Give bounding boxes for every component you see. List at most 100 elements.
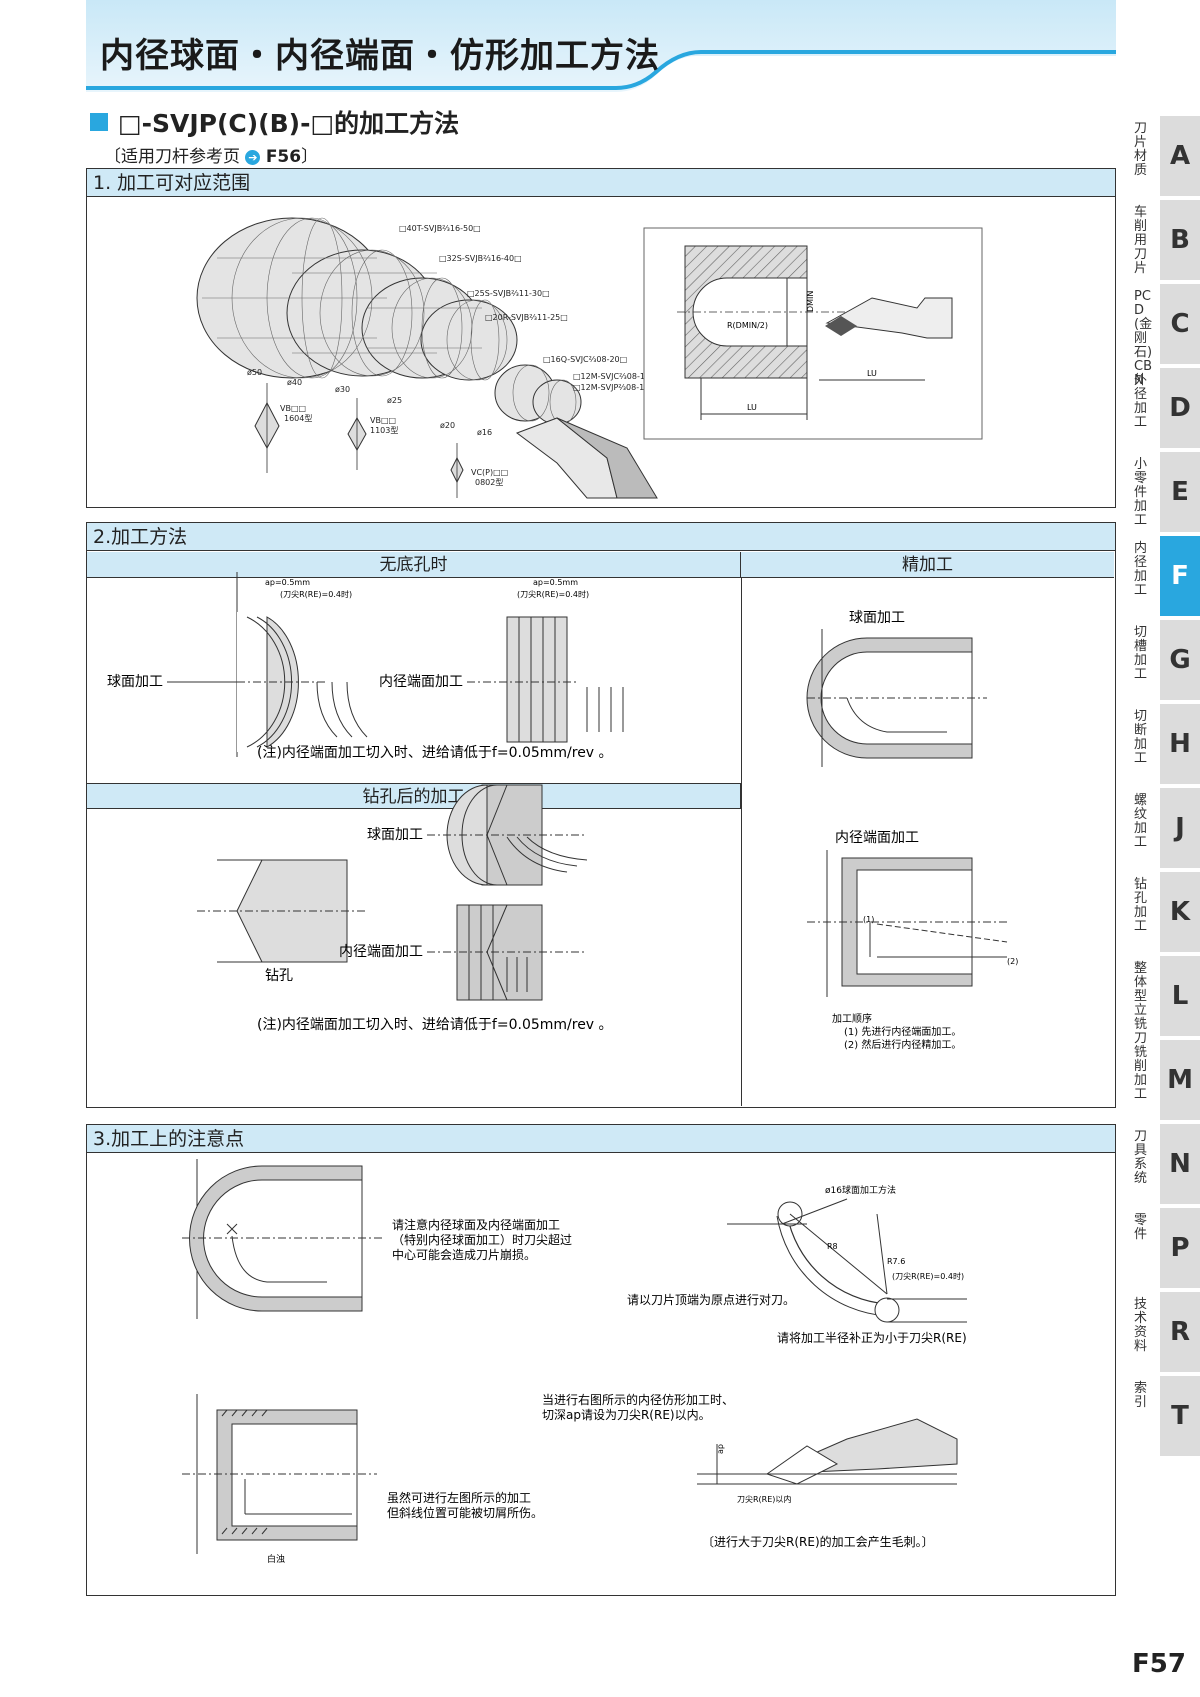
index-tab-p[interactable]: 零件 P (1132, 1208, 1200, 1288)
range-illustration: □40T-SVJB⅔16-50□ □32S-SVJB⅔16-40□ □25S-S… (196, 217, 983, 499)
note2a: 请以刀片顶端为原点进行对刀。 (627, 1293, 795, 1307)
ap-label-2: ap=0.5mm (533, 578, 578, 587)
index-tab-letter: T (1160, 1376, 1200, 1456)
section-method-title: 2.加工方法 (87, 523, 1115, 551)
dia-25: ø25 (387, 396, 402, 405)
sphere-label-1: 球面加工 (107, 674, 163, 690)
note2-title: ø16球面加工方法 (825, 1184, 896, 1196)
range-label-2: □32S-SVJB⅔16-40□ (439, 254, 522, 263)
insert3-type: 0802型 (475, 478, 503, 487)
boring-bar-icon (515, 417, 658, 499)
index-tab-letter: M (1160, 1040, 1200, 1120)
index-tab-label: 切槽加工 (1134, 625, 1148, 682)
index-tab-letter: C (1160, 284, 1200, 364)
ref-suffix: 〕 (301, 147, 319, 167)
ap-note-2: (刀尖R(RE)=0.4时) (517, 589, 589, 599)
index-tab-letter: R (1160, 1292, 1200, 1372)
column-divider (741, 578, 742, 1106)
index-tab-letter: G (1160, 620, 1200, 700)
index-tab-label: 切断加工 (1134, 709, 1148, 766)
sphere-label-2: 球面加工 (367, 827, 423, 843)
r-label: R(DMIN/2) (727, 321, 768, 330)
page-title: 内径球面・内径端面・仿形加工方法 (100, 36, 660, 76)
index-tab-h[interactable]: 切断加工 H (1132, 704, 1200, 784)
index-tab-label: 刀片材质 (1134, 121, 1148, 178)
index-tab-letter: J (1160, 788, 1200, 868)
index-tab-label: 技术资料 (1134, 1297, 1148, 1354)
section-cautions-title: 3.加工上的注意点 (87, 1125, 1115, 1153)
order-title: 加工顺序 (832, 1012, 872, 1025)
index-tab-a[interactable]: 刀片材质 A (1132, 116, 1200, 196)
index-tab-letter: H (1160, 704, 1200, 784)
dmin-label: DMIN (806, 291, 815, 312)
dia-30: ø30 (335, 385, 350, 394)
tool-holder-icon (825, 297, 953, 339)
index-tab-t[interactable]: 索引 T (1132, 1376, 1200, 1456)
index-tab-letter: B (1160, 200, 1200, 280)
face-label-2: 内径端面加工 (339, 944, 423, 960)
index-tab-letter: P (1160, 1208, 1200, 1288)
order-1: (1) 先进行内径端面加工。 (844, 1025, 961, 1038)
dia-40: ø40 (287, 378, 302, 387)
note3-line2: 但斜线位置可能被切屑所伤。 (387, 1505, 543, 1520)
index-tab-label: 车削用刀片 (1134, 205, 1148, 276)
index-tab-g[interactable]: 切槽加工 G (1132, 620, 1200, 700)
header-banner: 内径球面・内径端面・仿形加工方法 (86, 0, 1116, 92)
index-tab-label: 整体型立铣刀 (1134, 961, 1148, 1046)
index-tab-label: 钻孔加工 (1134, 877, 1148, 934)
drill-label: 钻孔 (265, 968, 293, 984)
insert2-name: VB□□ (370, 416, 396, 425)
note-1: (注)内径端面加工切入时、进给请低于f=0.05mm/rev 。 (257, 745, 613, 761)
dia-20: ø20 (440, 421, 455, 430)
index-tab-label: 螺纹加工 (1134, 793, 1148, 850)
dia-50: ø50 (247, 368, 262, 377)
note4-line1: 当进行右图所示的内径仿形加工时、 (542, 1392, 734, 1407)
index-tab-letter: E (1160, 452, 1200, 532)
face-label-1: 内径端面加工 (379, 674, 463, 690)
index-tab-letter: N (1160, 1124, 1200, 1204)
range-label-3: □25S-SVJB⅔11-30□ (467, 289, 550, 298)
subhead-finish: 精加工 (741, 552, 1114, 578)
reference-note: 〔适用刀杆参考页 ➔ F56〕 (104, 142, 318, 167)
index-tab-label: 小零件加工 (1134, 457, 1148, 528)
insert1-name: VB□□ (280, 404, 306, 413)
index-tab-label: 索引 (1134, 1381, 1148, 1410)
index-tab-letter: A (1160, 116, 1200, 196)
index-tab-j[interactable]: 螺纹加工 J (1132, 788, 1200, 868)
note-2: (注)内径端面加工切入时、进给请低于f=0.05mm/rev 。 (257, 1017, 613, 1033)
ap-label-1: ap=0.5mm (265, 578, 310, 587)
note5: 〔进行大于刀尖R(RE)的加工会产生毛刺。〕 (702, 1534, 934, 1549)
note1-line1: 请注意内径球面及内径端面加工 (392, 1217, 560, 1232)
subhead-no-bottom: 无底孔时 (87, 552, 741, 578)
mark-1: (1) (863, 915, 874, 924)
index-tab-r[interactable]: 技术资料 R (1132, 1292, 1200, 1372)
note3-line1: 虽然可进行左图所示的加工 (387, 1490, 531, 1505)
subhead-title: □-SVJP(C)(B)-□的加工方法 (118, 109, 460, 138)
finish-face-label: 内径端面加工 (835, 830, 919, 846)
subhead-after-drill: 钻孔后的加工 (87, 783, 741, 809)
section-method: 2.加工方法 无底孔时 精加工 钻孔后的加工 ap=0.5mm (刀尖R(RE)… (86, 522, 1116, 1108)
index-tab-b[interactable]: 车削用刀片 B (1132, 200, 1200, 280)
dia-16: ø16 (477, 428, 492, 437)
index-tab-label: 零件 (1134, 1213, 1148, 1242)
r76-label: R7.6 (887, 1257, 905, 1266)
index-tab-e[interactable]: 小零件加工 E (1132, 452, 1200, 532)
subhead: □-SVJP(C)(B)-□的加工方法 (90, 104, 459, 140)
ref-page-link[interactable]: F56 (265, 147, 302, 167)
section-cautions: 3.加工上的注意点 请注意内径球面及内径端面加工 （特别内径球面加工）时刀尖超过… (86, 1124, 1116, 1596)
order-2: (2) 然后进行内径精加工。 (844, 1038, 961, 1051)
ref-prefix: 〔适用刀杆参考页 (104, 147, 240, 167)
ap-label-3: ap (716, 1444, 725, 1454)
lu-label-1: LU (747, 403, 757, 412)
note2b: 请将加工半径补正为小于刀尖R(RE) (777, 1331, 967, 1345)
arrow-right-icon: ➔ (245, 149, 261, 165)
square-bullet-icon (90, 113, 108, 131)
